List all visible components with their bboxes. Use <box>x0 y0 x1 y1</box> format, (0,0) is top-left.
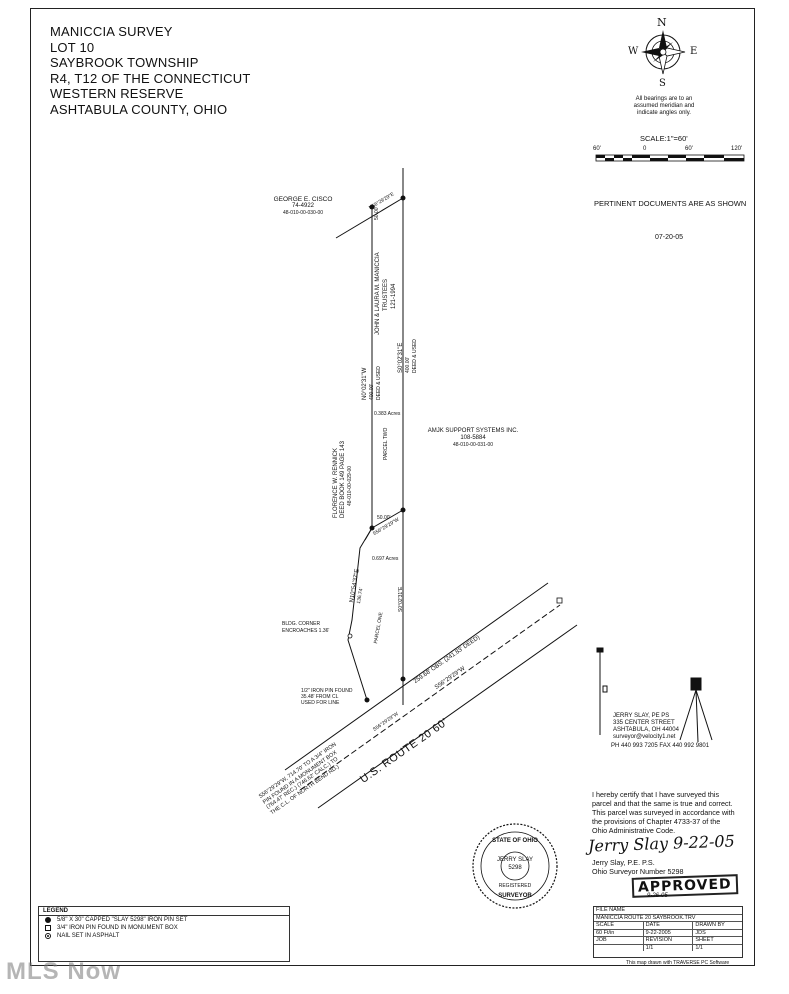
monuments <box>347 195 563 703</box>
compass-n: N <box>657 16 667 29</box>
east-line-label: S0°02'31"E 400.00' DEED & USED <box>398 339 418 373</box>
north-line <box>335 197 404 239</box>
compass-rose-icon <box>641 30 686 75</box>
legend-item: 3/4" IRON PIN FOUND IN MONUMENT BOX <box>39 924 289 932</box>
filled-circle-icon <box>45 917 51 923</box>
scale-label: SCALE:1"=60' <box>640 134 688 143</box>
title-line: LOT 10 <box>50 39 95 55</box>
title-block: MANICCIA SURVEY LOT 10 SAYBROOK TOWNSHIP… <box>50 24 250 117</box>
document-date: 07-20-05 <box>655 234 684 241</box>
compass-e: E <box>690 46 698 57</box>
surveyor-phone: PH 440 993 7205 FAX 440 992 9801 <box>611 743 710 749</box>
scale-tick: 0 <box>643 146 647 152</box>
west-line-label: N0°02'31"W 400.00' DEED & USED <box>362 366 382 400</box>
revision-value: 1/1 <box>644 944 694 951</box>
plat-sheet <box>30 8 755 966</box>
title-line: R4, T12 OF THE CONNECTICUT <box>50 70 251 86</box>
iron-pin-note: 1/2" IRON PIN FOUND 35.48' FROM CL USED … <box>301 688 353 706</box>
scale-bar <box>595 154 745 162</box>
job-label: JOB <box>594 937 644 944</box>
cisco-parcel-label: GEORGE E. CISCO 74-4922 48-010-00-030-00 <box>273 196 333 216</box>
scale-tick: 120' <box>731 146 743 152</box>
date-label: DATE <box>644 922 694 929</box>
acres-parcel-one: 0.697 Acres <box>372 556 399 562</box>
mid-line <box>371 509 404 529</box>
renick-parcel-label: FLORENCE W. RENNICK DEED BOOK 149 PAGE 1… <box>333 441 353 518</box>
certification-text: I hereby certify that I have surveyed th… <box>592 790 735 835</box>
surveyor-seal <box>472 823 558 909</box>
acres-parcel-two: 0.383 Acres <box>374 411 401 417</box>
parcel-two-label: PARCEL TWO <box>383 427 389 460</box>
job-value <box>594 944 644 951</box>
route-north-line <box>284 582 549 771</box>
drawn-by-value: JDS <box>695 929 706 936</box>
scale-tick: 60' <box>685 146 693 152</box>
building-encroachment-note: BLDG. CORNER ENCROACHES 1.36' <box>282 621 330 634</box>
compass-w: W <box>628 46 639 57</box>
boundary-lines <box>284 168 578 809</box>
seal-bottom-text: SURVEYOR <box>498 893 532 899</box>
dot-circle-icon <box>45 933 51 939</box>
mls-watermark: MLS Now <box>6 958 121 985</box>
title-line: MANICCIA SURVEY <box>50 24 173 39</box>
approved-date: 9-26-05 <box>647 893 668 899</box>
title-line: SAYBROOK TOWNSHIP <box>50 55 199 70</box>
file-name: MANICCIA ROUTE 20 SAYBROOK.TRV <box>596 914 696 921</box>
route-centerline <box>299 604 561 791</box>
sheet-label: SHEET <box>695 937 714 943</box>
route-south-line <box>317 624 578 809</box>
signer-block: Jerry Slay, P.E. P.S. Ohio Surveyor Numb… <box>592 858 684 876</box>
title-line: WESTERN RESERVE <box>50 86 184 101</box>
sheet-value: 1/1 <box>695 944 703 951</box>
legend-item: NAIL SET IN ASPHALT <box>39 932 289 940</box>
owner-label: JOHN & LAURA M. MANICCIA TRUSTEES 121-19… <box>375 252 397 335</box>
file-name-label: FILE NAME <box>596 907 626 913</box>
pertinent-documents: PERTINENT DOCUMENTS ARE AS SHOWN <box>594 199 747 208</box>
surveyor-address: JERRY SLAY, PE PS 335 CENTER STREET ASHT… <box>613 713 679 740</box>
bearing-note: All bearings are to an assumed meridian … <box>633 96 695 116</box>
software-footer: This map drawn with TRAVERSE PC Software <box>626 960 730 966</box>
scale-label: SCALE <box>594 922 644 929</box>
seal-number: 5298 <box>508 865 522 871</box>
amjk-parcel-label: AMJK SUPPORT SYSTEMS INC. 108-5884 48-01… <box>427 428 519 448</box>
seal-top-text: STATE OF OHIO <box>492 838 538 844</box>
title-line: ASHTABULA COUNTY, OHIO <box>50 101 228 117</box>
scale-tick: 60' <box>593 146 601 152</box>
mid-distance: 50.00' <box>377 515 391 521</box>
revision-label: REVISION <box>644 937 694 944</box>
east2-bearing: S0°02'31"E <box>398 586 404 612</box>
legend-item: 5/8" X 30" CAPPED "SLAY 5298" IRON PIN S… <box>39 916 289 924</box>
legend-heading: LEGEND <box>39 907 289 916</box>
date-value: 9-22-2005 <box>644 929 694 936</box>
seal-registered: REGISTERED <box>498 883 532 889</box>
west-line-parcel-one <box>347 527 373 701</box>
top-distance: 50.00' <box>374 206 380 220</box>
tripod-icon <box>596 647 713 743</box>
file-info-block: FILE NAME MANICCIA ROUTE 20 SAYBROOK.TRV… <box>593 906 743 958</box>
seal-name: JERRY SLAY <box>496 857 534 863</box>
square-icon <box>45 925 51 931</box>
legend: LEGEND 5/8" X 30" CAPPED "SLAY 5298" IRO… <box>38 906 290 962</box>
compass-s: S <box>659 78 666 89</box>
scale-value: 60 Ft/in <box>594 929 644 936</box>
drawn-by-label: DRAWN BY <box>695 922 725 928</box>
